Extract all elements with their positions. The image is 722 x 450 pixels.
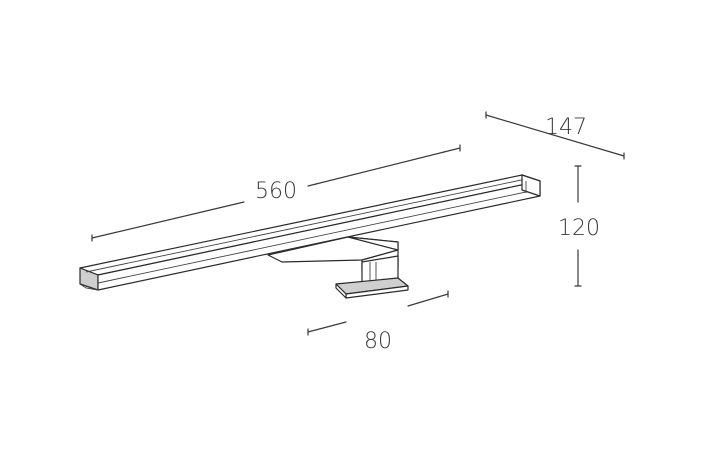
lamp-bar xyxy=(79,174,541,291)
dimension-bracket-width: 80 xyxy=(307,290,449,354)
dimension-label-length: 560 xyxy=(255,179,297,204)
dimension-depth: 147 xyxy=(485,111,625,160)
dimension-height: 120 xyxy=(558,165,600,287)
dimension-label-height: 120 xyxy=(558,216,600,241)
mounting-bracket xyxy=(267,236,409,299)
dimension-length: 560 xyxy=(91,144,461,242)
dimension-label-bracket-width: 80 xyxy=(364,329,392,354)
dimension-label-depth: 147 xyxy=(545,115,587,140)
